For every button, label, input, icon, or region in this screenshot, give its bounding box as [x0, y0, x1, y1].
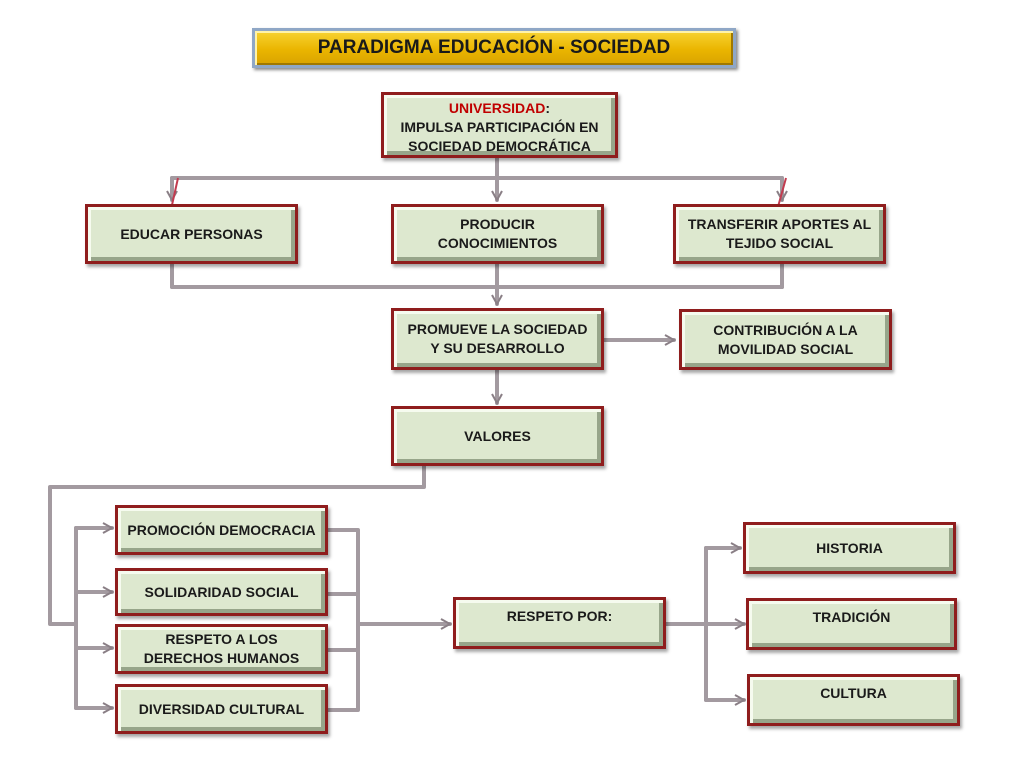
cultura-box: CULTURA: [747, 674, 960, 726]
tradicion-box: TRADICIÓN: [746, 598, 957, 650]
universidad-line1: IMPULSA PARTICIPACIÓN EN: [400, 119, 599, 135]
universidad-box: UNIVERSIDAD: IMPULSA PARTICIPACIÓN EN SO…: [381, 92, 618, 158]
valores-box: VALORES: [391, 406, 604, 466]
solidaridad-social-box: SOLIDARIDAD SOCIAL: [115, 568, 328, 616]
historia-box: HISTORIA: [743, 522, 956, 574]
derechos-humanos-box: RESPETO A LOS DERECHOS HUMANOS: [115, 624, 328, 674]
universidad-line2: SOCIEDAD DEMOCRÁTICA: [408, 138, 591, 154]
contribucion-box: CONTRIBUCIÓN A LA MOVILIDAD SOCIAL: [679, 309, 892, 370]
connector-valores-branch: [48, 464, 426, 626]
respeto-por-box: RESPETO POR:: [453, 597, 666, 649]
educar-box: EDUCAR PERSONAS: [85, 204, 298, 264]
transferir-box: TRANSFERIR APORTES AL TEJIDO SOCIAL: [673, 204, 886, 264]
connector-right-collect: [326, 528, 360, 712]
diversidad-cultural-box: DIVERSIDAD CULTURAL: [115, 684, 328, 734]
promueve-box: PROMUEVE LA SOCIEDAD Y SU DESARROLLO: [391, 308, 604, 370]
producir-box: PRODUCIR CONOCIMIENTOS: [391, 204, 604, 264]
universidad-label: UNIVERSIDAD: [448, 100, 546, 116]
page-title: PARADIGMA EDUCACIÓN - SOCIEDAD: [252, 28, 736, 68]
universidad-colon: :: [545, 100, 551, 116]
promocion-democracia-box: PROMOCIÓN DEMOCRACIA: [115, 505, 328, 555]
